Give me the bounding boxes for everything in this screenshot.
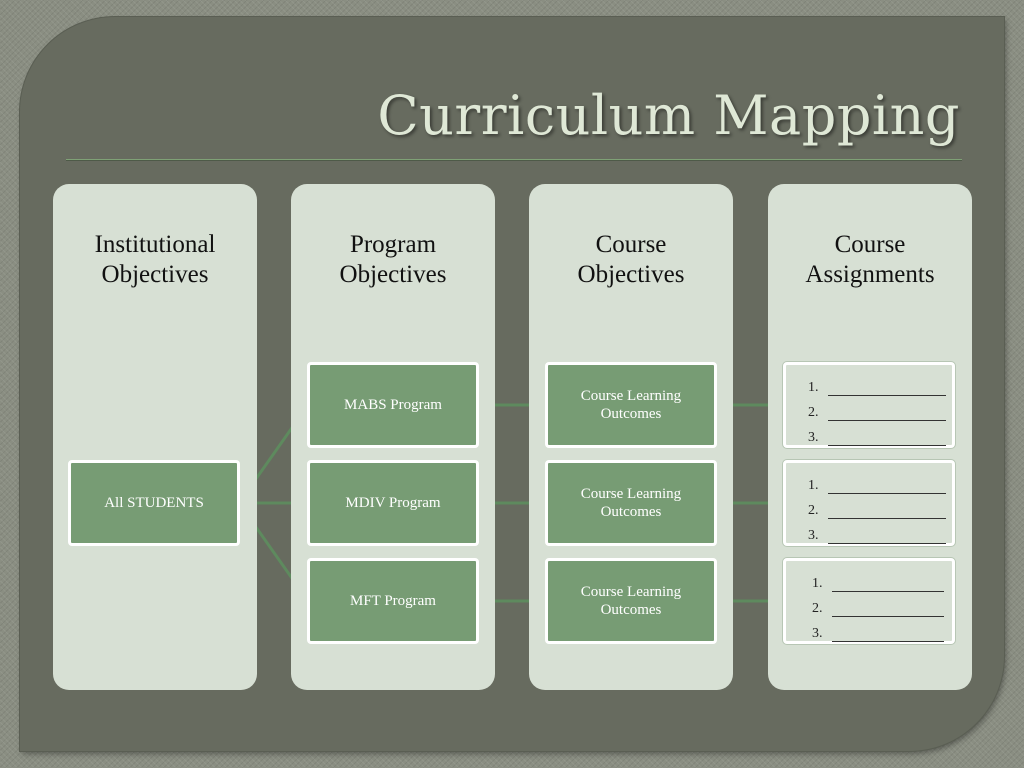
node-label: MFT Program [350,593,436,609]
node-mabs-program: MABS Program [307,362,479,448]
assignment-line: 2. [808,494,952,519]
assignment-blank [828,380,946,396]
assignment-blank [832,601,944,617]
assignment-blank [828,478,946,494]
assignment-list-2: 1. 2. 3. [783,460,955,546]
slide-title: Curriculum Mapping [377,84,960,147]
assignment-number: 2. [808,503,819,518]
node-label: MABS Program [344,397,442,413]
assignment-line: 1. [812,567,952,592]
node-label: Course Learning [580,584,682,600]
node-label: Outcomes [600,504,662,520]
node-mdiv-program: MDIV Program [307,460,479,546]
column-heading-line: Objectives [101,261,209,288]
assignment-line: 1. [808,469,952,494]
node-label: Course Learning [580,486,682,502]
node-label: Course Learning [580,388,682,404]
assignment-number: 1. [808,478,819,493]
node-mft-program: MFT Program [307,558,479,644]
node-all-students: All STUDENTS [68,460,240,546]
assignment-number: 2. [808,405,819,420]
node-label: All STUDENTS [104,495,204,511]
column-heading: Course Objectives [529,230,733,290]
assignment-blank [828,503,946,519]
assignment-number: 3. [812,626,823,641]
assignment-number: 3. [808,528,819,543]
assignment-list-1: 1. 2. 3. [783,362,955,448]
node-course-outcomes-3: Course Learning Outcomes [545,558,717,644]
assignment-blank [832,626,944,642]
assignment-list-3: 1. 2. 3. [783,558,955,644]
assignment-blank [828,405,946,421]
title-divider [66,159,962,161]
assignment-line: 3. [812,617,952,642]
assignment-line: 2. [812,592,952,617]
assignment-line: 3. [808,421,952,446]
column-heading: Institutional Objectives [53,230,257,290]
assignment-line: 3. [808,519,952,544]
assignment-number: 1. [808,380,819,395]
column-heading-line: Institutional [94,231,216,258]
node-label: Outcomes [600,406,662,422]
assignment-number: 2. [812,601,823,616]
assignment-blank [832,576,944,592]
column-heading-line: Objectives [577,261,685,288]
assignment-blank [828,528,946,544]
column-heading-line: Objectives [339,261,447,288]
assignment-line: 1. [808,371,952,396]
column-institutional-objectives: Institutional Objectives [53,184,257,690]
column-heading: Course Assignments [768,230,972,290]
column-heading-line: Program [349,231,437,258]
column-heading-line: Assignments [805,261,935,288]
assignment-number: 3. [808,430,819,445]
node-label: MDIV Program [345,495,441,511]
assignment-blank [828,430,946,446]
node-label: Outcomes [600,602,662,618]
column-heading: Program Objectives [291,230,495,290]
assignment-number: 1. [812,576,823,591]
assignment-line: 2. [808,396,952,421]
column-heading-line: Course [834,231,906,258]
column-heading-line: Course [595,231,667,258]
node-course-outcomes-1: Course Learning Outcomes [545,362,717,448]
node-course-outcomes-2: Course Learning Outcomes [545,460,717,546]
